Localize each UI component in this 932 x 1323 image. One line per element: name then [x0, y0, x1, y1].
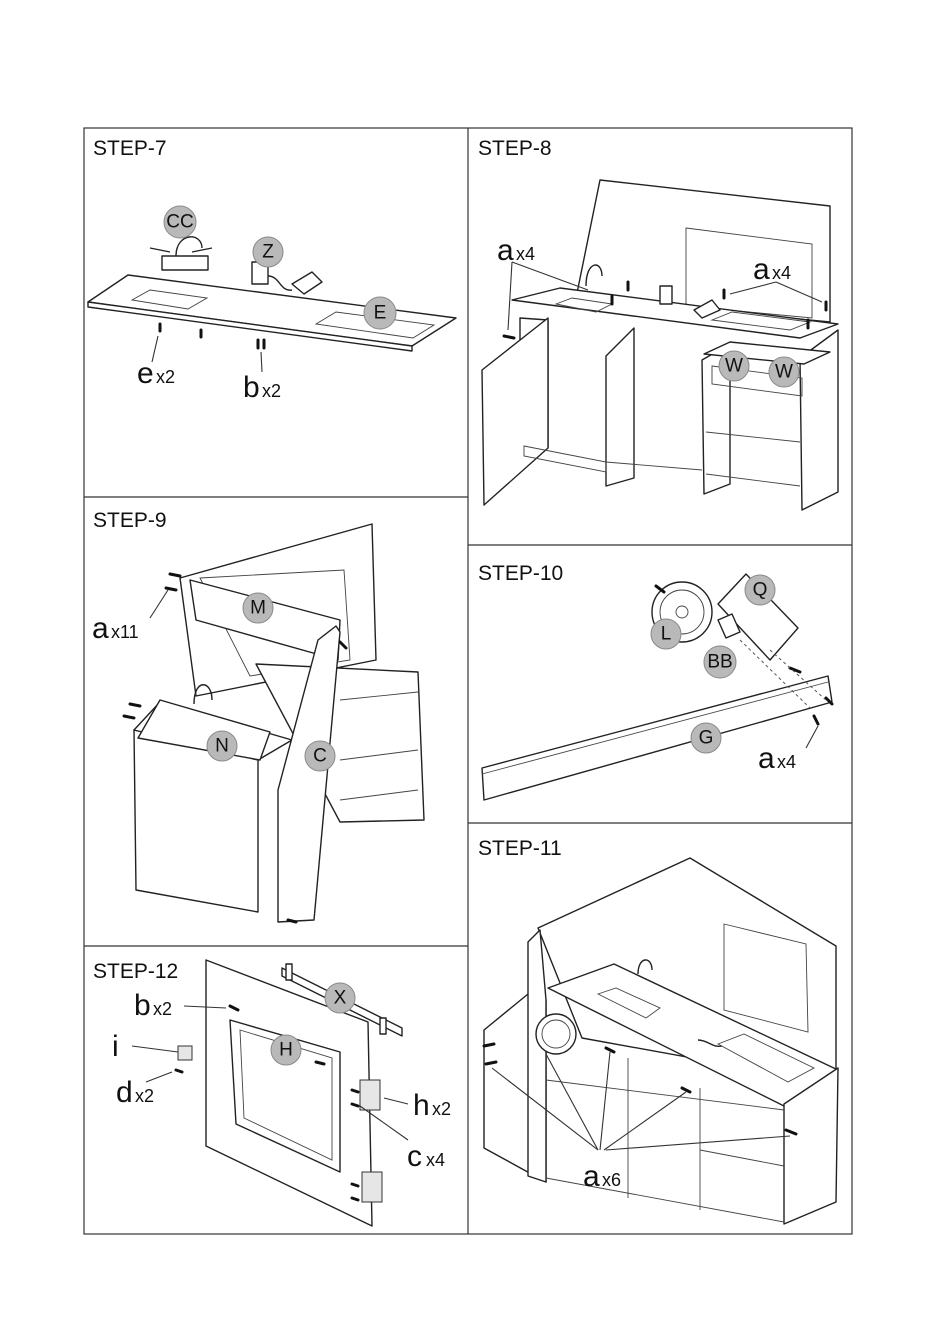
svg-text:x4: x4	[426, 1150, 445, 1170]
svg-text:W: W	[725, 356, 743, 377]
svg-text:W: W	[775, 362, 793, 383]
quantity-label: a x6	[583, 1160, 621, 1193]
step9-panel: STEP-9 M	[92, 509, 424, 922]
svg-text:x4: x4	[772, 263, 791, 283]
svg-text:x4: x4	[516, 244, 535, 264]
svg-text:x2: x2	[135, 1086, 154, 1106]
svg-text:Q: Q	[753, 580, 768, 601]
svg-text:CC: CC	[166, 212, 193, 233]
svg-text:d: d	[116, 1076, 133, 1109]
svg-text:a: a	[753, 253, 770, 286]
svg-text:b: b	[134, 989, 151, 1022]
svg-text:x2: x2	[156, 367, 175, 387]
badge-W: W	[719, 351, 749, 381]
cabinet-illustration	[482, 180, 838, 510]
step8-panel: STEP-8	[478, 137, 838, 510]
svg-text:L: L	[661, 624, 672, 645]
step-title: STEP-10	[478, 562, 563, 585]
step10-panel: STEP-10 Q L	[478, 562, 832, 800]
badge-BB: BB	[704, 646, 736, 678]
badge-Z: Z	[253, 237, 283, 267]
svg-text:C: C	[313, 746, 327, 767]
badge-W: W	[769, 357, 799, 387]
step-title: STEP-8	[478, 137, 552, 160]
quantity-label: a x4	[497, 234, 535, 267]
badge-G: G	[691, 723, 721, 753]
step7-panel: STEP-7 CC	[88, 137, 456, 404]
step-title: STEP-7	[93, 137, 167, 160]
badge-H: H	[271, 1035, 301, 1065]
screw-marks	[152, 324, 264, 372]
faucet-part	[150, 237, 212, 270]
svg-text:e: e	[137, 357, 154, 390]
svg-text:x6: x6	[602, 1170, 621, 1190]
long-rail-part	[482, 676, 832, 800]
svg-text:X: X	[334, 988, 347, 1009]
badge-Q: Q	[745, 575, 775, 605]
dispenser-part	[252, 262, 322, 294]
svg-text:x2: x2	[153, 999, 172, 1019]
side-panel-illustration	[134, 524, 424, 922]
svg-text:G: G	[699, 728, 714, 749]
quantity-label: h x2	[413, 1089, 451, 1122]
svg-text:BB: BB	[707, 652, 732, 673]
svg-text:N: N	[215, 736, 229, 757]
svg-text:x4: x4	[777, 752, 796, 772]
svg-text:a: a	[497, 234, 514, 267]
step11-panel: STEP-11	[478, 837, 838, 1224]
svg-text:c: c	[407, 1140, 422, 1173]
step-title: STEP-9	[93, 509, 167, 532]
svg-text:M: M	[250, 598, 266, 619]
quantity-label: a x4	[758, 742, 796, 775]
quantity-label: b x2	[134, 989, 172, 1022]
step-title: STEP-11	[478, 837, 562, 860]
badge-M: M	[243, 593, 273, 623]
svg-text:i: i	[112, 1030, 119, 1063]
quantity-label: e x2	[137, 357, 175, 390]
quantity-label: c x4	[407, 1140, 445, 1173]
badge-L: L	[651, 619, 681, 649]
svg-text:Z: Z	[262, 242, 274, 263]
quantity-label: i	[112, 1030, 119, 1063]
badge-CC: CC	[164, 206, 196, 238]
svg-text:x2: x2	[262, 381, 281, 401]
svg-text:E: E	[374, 303, 387, 324]
quantity-label: b x2	[243, 371, 281, 404]
svg-text:x2: x2	[432, 1099, 451, 1119]
full-kitchen-illustration	[484, 858, 838, 1224]
step12-panel: STEP-12	[93, 960, 451, 1226]
svg-text:a: a	[583, 1160, 600, 1193]
svg-text:b: b	[243, 371, 260, 404]
badge-E: E	[364, 297, 396, 329]
svg-text:h: h	[413, 1089, 430, 1122]
step-title: STEP-12	[93, 960, 178, 983]
badge-X: X	[325, 983, 355, 1013]
svg-text:a: a	[758, 742, 775, 775]
svg-text:x11: x11	[111, 622, 139, 642]
badge-C: C	[305, 741, 335, 771]
svg-text:a: a	[92, 612, 109, 645]
countertop-illustration	[88, 275, 456, 351]
svg-text:H: H	[279, 1040, 293, 1061]
badge-N: N	[207, 731, 237, 761]
quantity-label: a x11	[92, 612, 139, 645]
